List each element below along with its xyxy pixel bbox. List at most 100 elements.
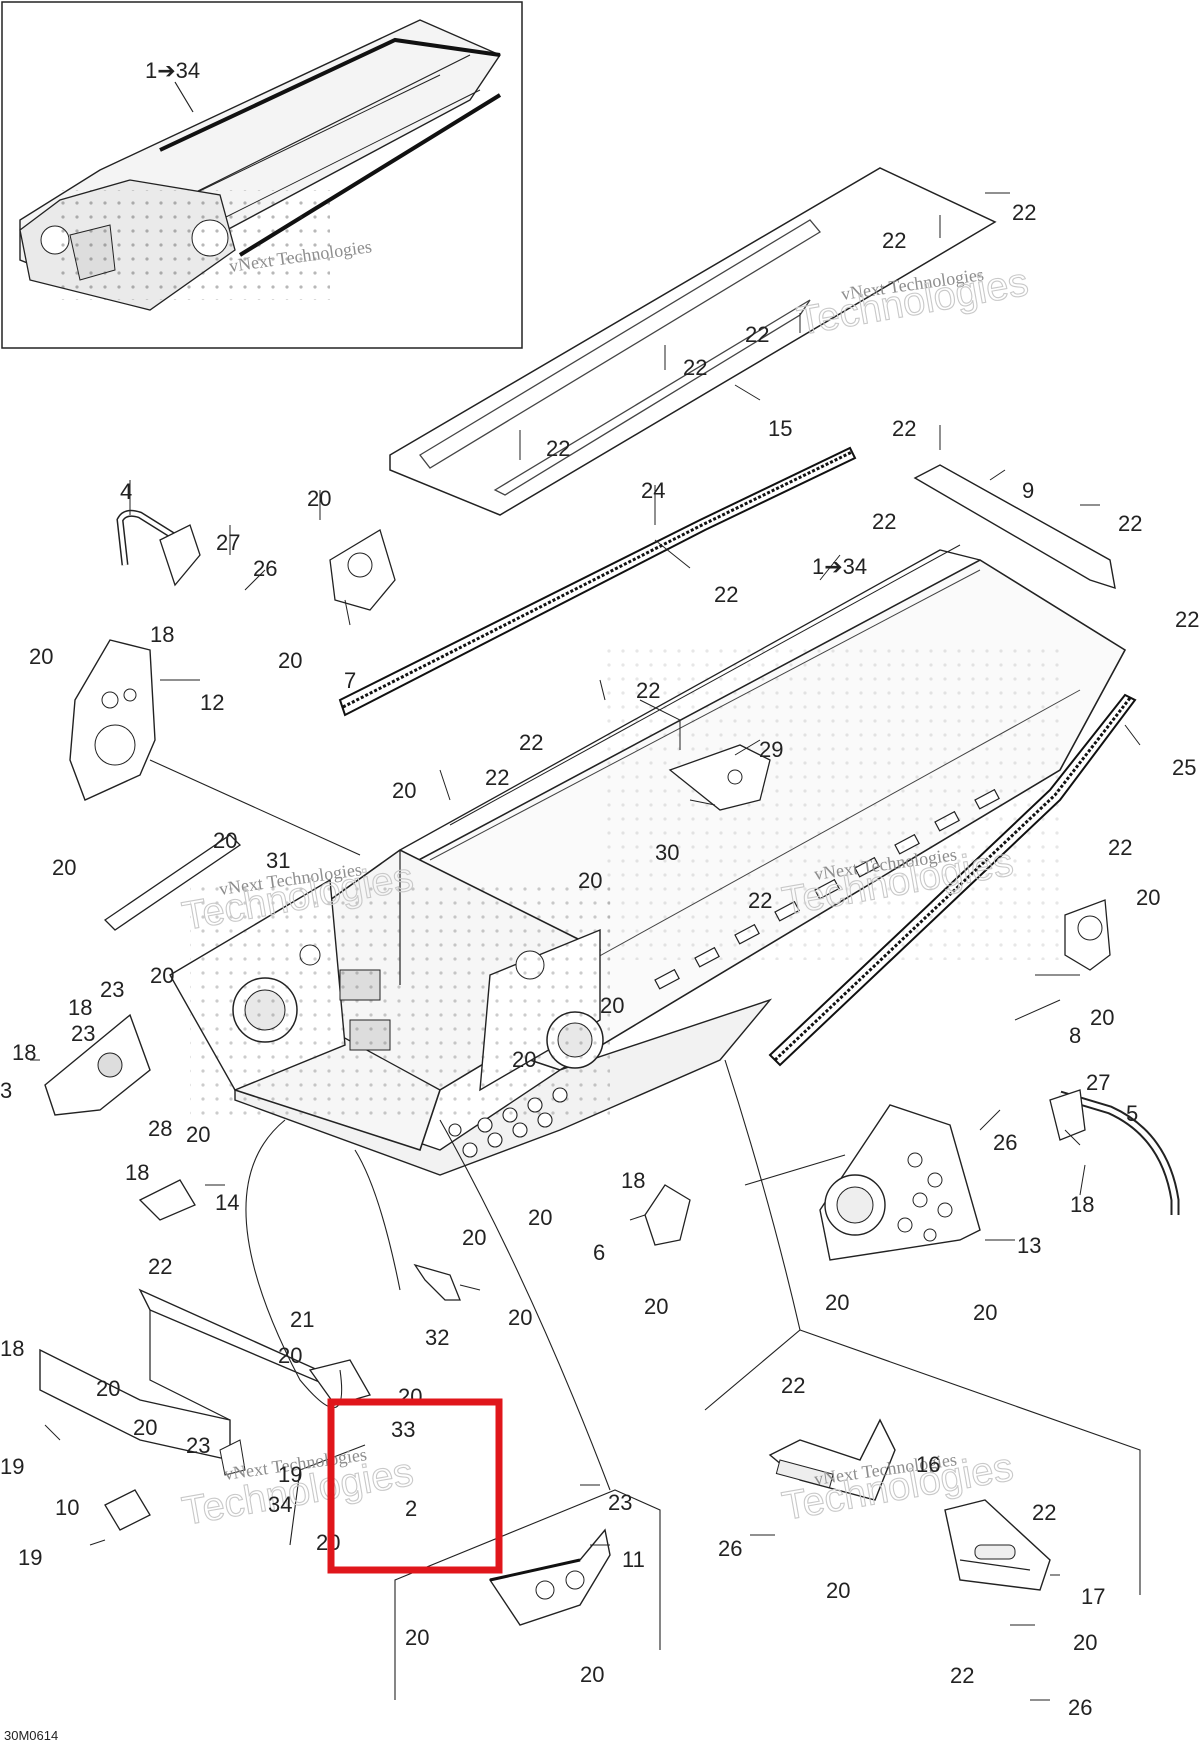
callout-19-a: 19 xyxy=(0,1454,24,1479)
callout-20-ab: 20 xyxy=(1073,1630,1097,1655)
part-24-slide-rail xyxy=(338,446,857,717)
callout-20-n: 20 xyxy=(462,1225,486,1250)
part-29-30-bracket xyxy=(668,744,771,811)
part-16-bracket xyxy=(768,1418,896,1501)
part-3-bracket xyxy=(44,1013,151,1116)
part-7-bracket xyxy=(329,529,396,611)
part-9-cross-bar xyxy=(913,464,1116,590)
callout-12: 12 xyxy=(200,690,224,715)
callout-19-c: 19 xyxy=(18,1545,42,1570)
callout-22-n: 22 xyxy=(1108,835,1132,860)
callout-20-e: 20 xyxy=(578,868,602,893)
callout-20-y: 20 xyxy=(405,1625,429,1650)
part-17-bracket xyxy=(944,1499,1051,1591)
callout-26-b: 26 xyxy=(993,1130,1017,1155)
callout-20-u: 20 xyxy=(96,1376,120,1401)
callout-20-s: 20 xyxy=(508,1305,532,1330)
callout-29: 29 xyxy=(759,737,783,762)
callout-23-b: 23 xyxy=(71,1021,95,1046)
leader-lines xyxy=(30,192,1141,1701)
callout-20-c: 20 xyxy=(29,644,53,669)
callout-20-z: 20 xyxy=(580,1662,604,1687)
callout-11: 11 xyxy=(622,1547,645,1572)
callout-20-q: 20 xyxy=(825,1290,849,1315)
part-11-bracket xyxy=(488,1528,611,1626)
part-13-side-plate xyxy=(819,1104,981,1261)
callout-26-a: 26 xyxy=(253,556,277,581)
callout-23-c: 23 xyxy=(186,1433,210,1458)
callout-20-d: 20 xyxy=(392,778,416,803)
callout-20-j: 20 xyxy=(1090,1005,1114,1030)
callout-22-l: 22 xyxy=(519,730,543,755)
callout-13: 13 xyxy=(1017,1233,1041,1258)
callout-22-d: 22 xyxy=(683,355,707,380)
callout-21: 21 xyxy=(290,1307,314,1332)
part-12-side-plate xyxy=(69,639,156,801)
callout-22-c: 22 xyxy=(745,322,769,347)
callout-18-d: 18 xyxy=(1070,1192,1094,1217)
part-5-handle xyxy=(1049,1089,1180,1215)
callout-22-o: 22 xyxy=(748,888,772,913)
callout-26-d: 26 xyxy=(1068,1695,1092,1720)
inset-callout: 1➔34 xyxy=(145,58,200,83)
callout-20-f: 20 xyxy=(213,828,237,853)
callout-31: 31 xyxy=(266,848,290,873)
callout-20-l: 20 xyxy=(186,1122,210,1147)
callout-20-a: 20 xyxy=(307,486,331,511)
callout-22-j: 22 xyxy=(1175,607,1199,632)
callout-22-a: 22 xyxy=(1012,200,1036,225)
callout-20-k: 20 xyxy=(512,1047,536,1072)
main-chassis xyxy=(169,544,1127,1176)
callout-34: 34 xyxy=(268,1492,292,1517)
callout-22-h: 22 xyxy=(1118,511,1142,536)
callout-18-a: 18 xyxy=(150,622,174,647)
part-4-handle xyxy=(116,509,201,587)
callout-23-a: 23 xyxy=(100,977,124,1002)
callout-28: 28 xyxy=(148,1116,172,1141)
callout-20-v: 20 xyxy=(133,1415,157,1440)
callout-30: 30 xyxy=(655,840,679,865)
callout-3: 3 xyxy=(0,1078,12,1103)
highlight-box xyxy=(327,1398,503,1574)
callout-23-d: 23 xyxy=(608,1490,632,1515)
part-8-bracket xyxy=(1064,899,1111,971)
callout-18-g: 18 xyxy=(0,1336,24,1361)
callout-9: 9 xyxy=(1022,478,1034,503)
callout-32: 32 xyxy=(425,1325,449,1350)
callout-26-c: 26 xyxy=(718,1536,742,1561)
callout-20-b: 20 xyxy=(278,648,302,673)
part-6-bracket xyxy=(644,1184,691,1246)
callout-24: 24 xyxy=(641,478,665,503)
callout-14: 14 xyxy=(215,1190,239,1215)
callout-20-o: 20 xyxy=(528,1205,552,1230)
callout-22-i: 22 xyxy=(714,582,738,607)
callout-27-a: 27 xyxy=(216,530,240,555)
inset-overview: 1➔34 vNext Technologies xyxy=(1,1,523,349)
callout-20-p: 20 xyxy=(644,1294,668,1319)
lower-left-assembly xyxy=(39,1288,371,1531)
callout-25: 25 xyxy=(1172,755,1196,780)
callout-18-e: 18 xyxy=(621,1168,645,1193)
callout-20-t: 20 xyxy=(278,1343,302,1368)
callout-19-b: 19 xyxy=(278,1462,302,1487)
callout-22-s: 22 xyxy=(950,1663,974,1688)
callout-20-r: 20 xyxy=(973,1300,997,1325)
part-32-bracket xyxy=(413,1263,461,1301)
callout-20-m: 20 xyxy=(600,993,624,1018)
part-31-bar xyxy=(103,834,242,931)
callout-10: 10 xyxy=(55,1495,79,1520)
part-15-tunnel-plate xyxy=(389,167,997,516)
callout-22-g: 22 xyxy=(872,509,896,534)
callout-22-b: 22 xyxy=(882,228,906,253)
callout-22-r: 22 xyxy=(1032,1500,1056,1525)
callout-18-b: 18 xyxy=(68,995,92,1020)
callout-27-b: 27 xyxy=(1086,1070,1110,1095)
callout-22-e: 22 xyxy=(546,436,570,461)
callout-20-h: 20 xyxy=(1136,885,1160,910)
callout-7: 7 xyxy=(344,668,356,693)
callout-18-f: 18 xyxy=(125,1160,149,1185)
callout-20-i: 20 xyxy=(150,963,174,988)
callout-16: 16 xyxy=(916,1452,940,1477)
